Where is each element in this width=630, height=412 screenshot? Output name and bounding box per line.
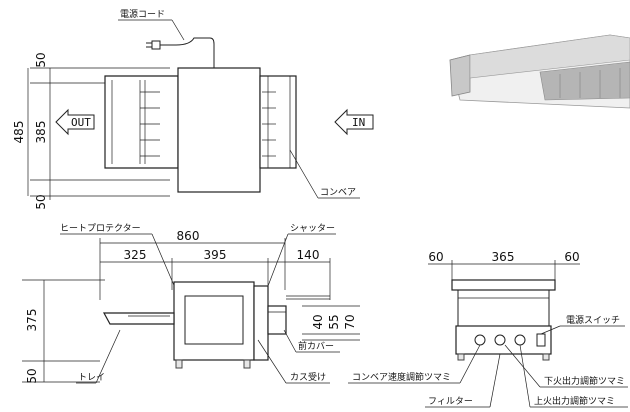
product-photo bbox=[449, 34, 630, 109]
side-tray bbox=[102, 312, 175, 325]
side-main-body bbox=[173, 281, 255, 361]
dim-total-depth: 485 bbox=[12, 121, 26, 144]
label-shutter: シャッター bbox=[290, 223, 335, 234]
label-power-switch: 電源スイッチ bbox=[566, 315, 620, 326]
dim-40: 40 bbox=[311, 314, 325, 329]
dim-right-ext: 140 bbox=[297, 248, 320, 262]
label-lower-heat-knob: 下火出力調節ツマミ bbox=[544, 375, 625, 387]
side-conveyor bbox=[267, 305, 287, 335]
dim-top-margin: 50 bbox=[34, 52, 48, 67]
dim-70: 70 bbox=[343, 314, 357, 329]
lower-heat-knob-icon bbox=[494, 334, 506, 346]
label-conveyor-speed-knob: コンベア速度調節ツマミ bbox=[352, 371, 451, 383]
label-conveyor: コンベア bbox=[320, 188, 356, 198]
top-main-body bbox=[177, 67, 261, 193]
dim-foot: 50 bbox=[25, 368, 39, 383]
label-front-cover: 前カバー bbox=[298, 340, 334, 352]
out-arrow-icon: OUT bbox=[55, 108, 95, 136]
out-label: OUT bbox=[71, 116, 91, 129]
label-crumb-tray: カス受け bbox=[290, 371, 326, 383]
top-tray-left bbox=[104, 75, 179, 169]
top-conveyor-right bbox=[259, 75, 297, 169]
front-view: 60 365 60 電源スイッチ コンベア速度調節ツマミ フィルター 下火出力調… bbox=[348, 250, 628, 408]
dim-bottom-margin: 50 bbox=[34, 194, 48, 209]
label-tray: トレイ bbox=[78, 373, 105, 383]
side-view: 860 325 395 140 ヒートプロテクター シャッター 375 50 bbox=[22, 223, 360, 384]
dim-front-left: 60 bbox=[428, 250, 443, 264]
label-upper-heat-knob: 上火出力調節ツマミ bbox=[534, 395, 615, 407]
power-cord-icon bbox=[146, 37, 215, 68]
dim-mid-width: 395 bbox=[204, 248, 227, 262]
front-control-panel bbox=[455, 325, 552, 355]
label-heat-protector: ヒートプロテクター bbox=[60, 223, 141, 234]
dim-inner-depth: 385 bbox=[34, 121, 48, 144]
dim-55: 55 bbox=[327, 314, 341, 329]
top-view: 50 485 385 50 OUT bbox=[12, 9, 374, 210]
in-arrow-icon: IN bbox=[334, 108, 374, 136]
label-power-cord: 電源コード bbox=[120, 9, 165, 20]
dim-height: 375 bbox=[25, 309, 39, 332]
dim-total-width: 860 bbox=[177, 229, 200, 243]
dim-front-right: 60 bbox=[564, 250, 579, 264]
dim-left-width: 325 bbox=[124, 248, 147, 262]
dim-front-center: 365 bbox=[492, 250, 515, 264]
front-body-top bbox=[451, 279, 556, 291]
in-label: IN bbox=[352, 116, 365, 129]
label-filter: フィルター bbox=[428, 396, 473, 407]
